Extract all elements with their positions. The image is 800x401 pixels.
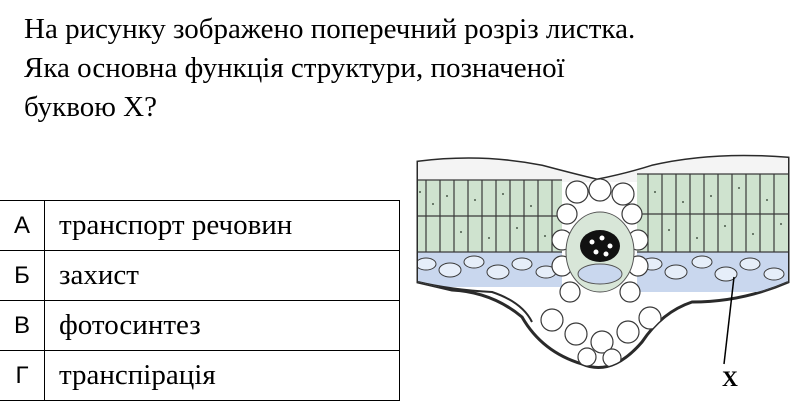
spongy-layer-right: [637, 252, 788, 292]
answer-option-h[interactable]: Г транспірація: [0, 350, 400, 401]
answer-option-b[interactable]: Б захист: [0, 250, 400, 301]
leaf-cross-section-figure: [412, 152, 794, 400]
answer-text-h: транспірація: [44, 350, 400, 401]
answer-text-v: фотосинтез: [44, 300, 400, 351]
answer-text-b: захист: [44, 250, 400, 301]
answer-letter-b: Б: [0, 250, 45, 301]
answer-letter-h: Г: [0, 350, 45, 401]
x-label: X: [722, 366, 738, 391]
answer-text-a: транспорт речовин: [44, 200, 400, 251]
question-line-1: На рисунку зображено поперечний розріз л…: [24, 13, 636, 45]
xylem: [580, 230, 620, 262]
answer-option-v[interactable]: В фотосинтез: [0, 300, 400, 351]
answer-options-table: А транспорт речовин Б захист В фотосинте…: [0, 200, 400, 401]
x-pointer-line: [723, 276, 735, 365]
answer-letter-a: А: [0, 200, 45, 251]
palisade-layer-right: [637, 174, 788, 252]
question-text: На рисунку зображено поперечний розріз л…: [24, 10, 794, 127]
phloem: [577, 263, 623, 285]
answer-option-a[interactable]: А транспорт речовин: [0, 200, 400, 251]
question-line-3: буквою X?: [24, 91, 157, 123]
question-line-2: Яка основна функція структури, позначено…: [24, 52, 565, 84]
answer-letter-v: В: [0, 300, 45, 351]
